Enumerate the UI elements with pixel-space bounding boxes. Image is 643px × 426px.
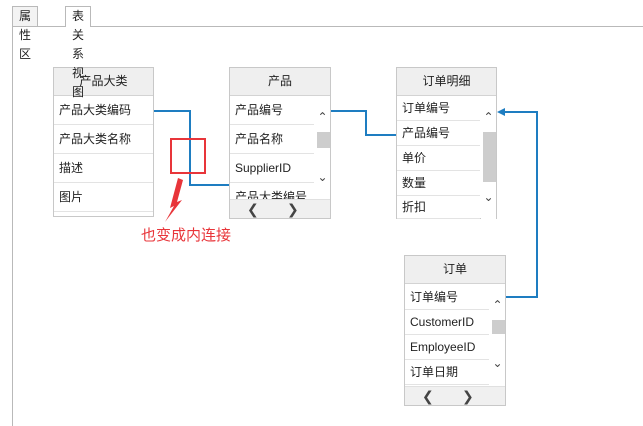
field-row[interactable]: 产品大类编码: [54, 96, 153, 125]
scroll-thumb[interactable]: [492, 320, 505, 334]
annotation-text: 也变成内连接: [141, 227, 232, 244]
field-row[interactable]: 产品名称: [230, 125, 314, 154]
tab-properties[interactable]: 属性区: [12, 6, 39, 61]
chevron-up-icon[interactable]: ⌃: [317, 110, 328, 124]
field-row[interactable]: 折扣: [397, 196, 480, 219]
horizontal-scrollbar[interactable]: ❮ ❯: [405, 386, 505, 405]
red-arrow-icon: [165, 178, 183, 222]
table-title[interactable]: 产品: [230, 68, 330, 96]
table-title[interactable]: 订单明细: [397, 68, 496, 96]
relationship-canvas: [12, 26, 643, 426]
chevron-down-icon[interactable]: ⌄: [317, 170, 328, 184]
table-order[interactable]: 订单 订单编号 CustomerID EmployeeID 订单日期 ⌃ ⌄ ❮…: [404, 255, 506, 406]
highlight-box: [170, 138, 206, 174]
chevron-right-icon[interactable]: ❯: [287, 201, 299, 217]
field-row[interactable]: CustomerID: [405, 310, 489, 335]
chevron-left-icon[interactable]: ❮: [422, 388, 434, 404]
field-row[interactable]: 订单编号: [397, 96, 480, 121]
chevron-down-icon[interactable]: ⌄: [483, 190, 494, 204]
field-row[interactable]: 数量: [397, 171, 480, 196]
field-row[interactable]: 描述: [54, 154, 153, 183]
chevron-up-icon[interactable]: ⌃: [492, 298, 503, 312]
table-product[interactable]: 产品 产品编号 产品名称 SupplierID 产品大类编号 ⌃ ⌄ ❮ ❯: [229, 67, 331, 219]
chevron-up-icon[interactable]: ⌃: [483, 110, 494, 124]
field-row[interactable]: 产品大类名称: [54, 125, 153, 154]
field-row[interactable]: 单价: [397, 146, 480, 171]
table-category[interactable]: 产品大类 产品大类编码 产品大类名称 描述 图片: [53, 67, 154, 217]
field-row[interactable]: 产品编号: [397, 121, 480, 146]
horizontal-scrollbar[interactable]: ❮ ❯: [230, 199, 330, 218]
field-row[interactable]: SupplierID: [230, 154, 314, 183]
join-line-category-product[interactable]: [154, 110, 229, 186]
field-row[interactable]: 产品大类编号: [230, 183, 314, 200]
table-order-detail[interactable]: 订单明细 订单编号 产品编号 单价 数量 折扣 ⌃ ⌄: [396, 67, 497, 219]
scroll-thumb[interactable]: [483, 132, 496, 182]
field-row[interactable]: 订单日期: [405, 360, 489, 385]
chevron-right-icon[interactable]: ❯: [462, 388, 474, 404]
field-row[interactable]: EmployeeID: [405, 335, 489, 360]
join-line-order-order-detail[interactable]: [503, 111, 538, 298]
vertical-scrollbar[interactable]: ⌃ ⌄: [490, 284, 505, 387]
vertical-scrollbar[interactable]: ⌃ ⌄: [315, 96, 330, 200]
table-title[interactable]: 订单: [405, 256, 505, 284]
arrowhead-icon: [497, 108, 505, 116]
scroll-thumb[interactable]: [317, 132, 330, 148]
field-row[interactable]: 图片: [54, 183, 153, 212]
field-row[interactable]: 产品编号: [230, 96, 314, 125]
tab-relationship-view[interactable]: 表关系视图: [65, 6, 92, 99]
vertical-scrollbar[interactable]: ⌃ ⌄: [481, 96, 496, 219]
join-line-product-order-detail[interactable]: [331, 110, 396, 136]
chevron-left-icon[interactable]: ❮: [247, 201, 259, 217]
field-row[interactable]: 订单编号: [405, 284, 489, 310]
chevron-down-icon[interactable]: ⌄: [492, 356, 503, 370]
table-title[interactable]: 产品大类: [54, 68, 153, 96]
